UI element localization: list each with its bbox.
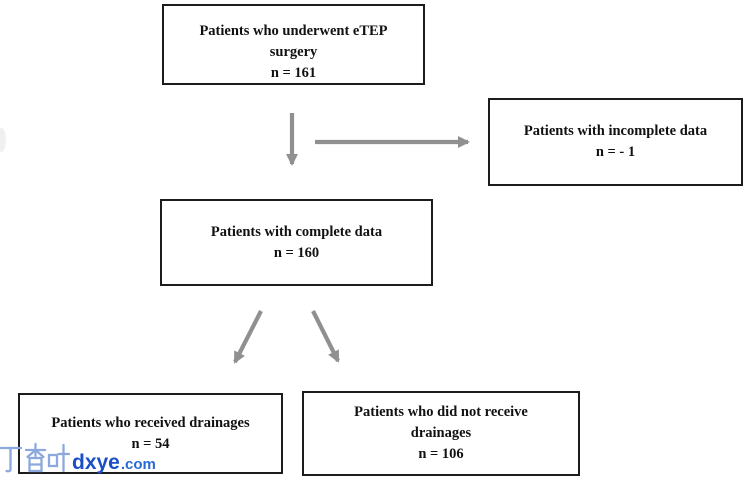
arrow-down-left-to-received-drainages xyxy=(233,310,263,364)
box-underwent-etep-surgery: Patients who underwent eTEP surgery n = … xyxy=(162,4,425,85)
box-line: Patients who did not receive xyxy=(354,404,528,420)
box-count: n = - 1 xyxy=(595,144,636,160)
arrow-down-right-to-no-drainages xyxy=(311,310,340,363)
box-line: Patients with complete data xyxy=(210,223,383,240)
box-incomplete-data: Patients with incomplete data n = - 1 xyxy=(488,98,743,186)
watermark-dxye: 丁香叶 dxye .com xyxy=(0,440,156,476)
box-count: n = 160 xyxy=(273,244,320,261)
box-no-drainages: Patients who did not receive drainages n… xyxy=(302,391,580,476)
box-line: Patients with incomplete data xyxy=(523,123,708,139)
box-count: n = 54 xyxy=(131,435,170,452)
box-line: Patients who received drainages xyxy=(51,414,250,431)
box-complete-data: Patients with complete data n = 160 xyxy=(160,199,433,286)
watermark-site-tld: .com xyxy=(120,456,156,473)
box-line: surgery xyxy=(269,44,318,60)
left-edge-artifact xyxy=(0,128,6,152)
box-count: n = 106 xyxy=(418,446,464,462)
watermark-site-name: dxye xyxy=(72,451,120,474)
box-count: n = 161 xyxy=(270,65,317,81)
box-received-drainages: Patients who received drainages n = 54 xyxy=(18,393,283,474)
watermark-cjk-glyphs-icon xyxy=(0,442,70,473)
box-line: Patients who underwent eTEP xyxy=(199,23,388,39)
box-line: drainages xyxy=(410,425,472,441)
